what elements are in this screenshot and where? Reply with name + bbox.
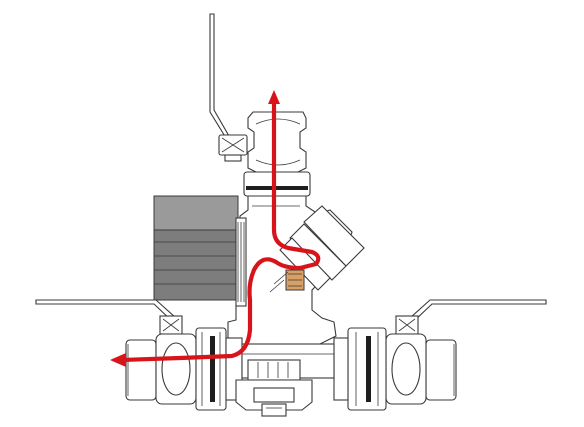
flow-arrow-left-icon [110,353,126,367]
left-ball-valve [125,327,243,411]
left-valve-lever [35,299,183,335]
check-valve-housing [269,205,365,293]
flow-arrow-up-icon [268,90,280,104]
top-valve-lever [209,13,248,162]
bottom-valve [235,359,313,417]
flow-path [110,90,321,367]
right-valve-lever [395,299,547,335]
right-ball-valve [333,327,457,411]
pump-motor [153,195,247,307]
top-outlet-fitting [243,111,311,197]
